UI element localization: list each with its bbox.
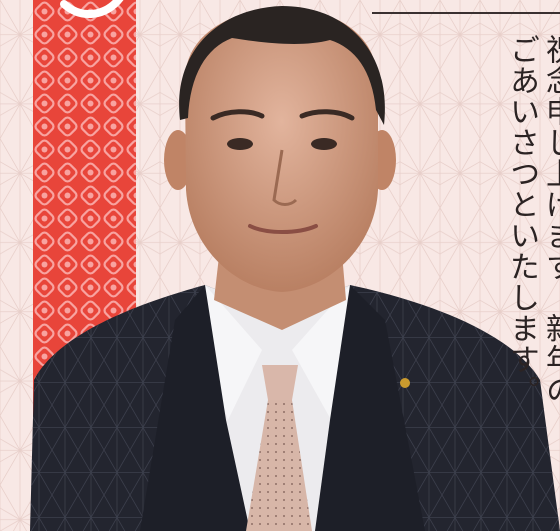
top-rule bbox=[372, 12, 560, 14]
greeting-text-column-1: 祝念申し上げます。新年の bbox=[540, 34, 560, 406]
greeting-text-column-2: ごあいさつといたします。 bbox=[504, 34, 539, 406]
decorative-swash-icon bbox=[60, 0, 124, 18]
